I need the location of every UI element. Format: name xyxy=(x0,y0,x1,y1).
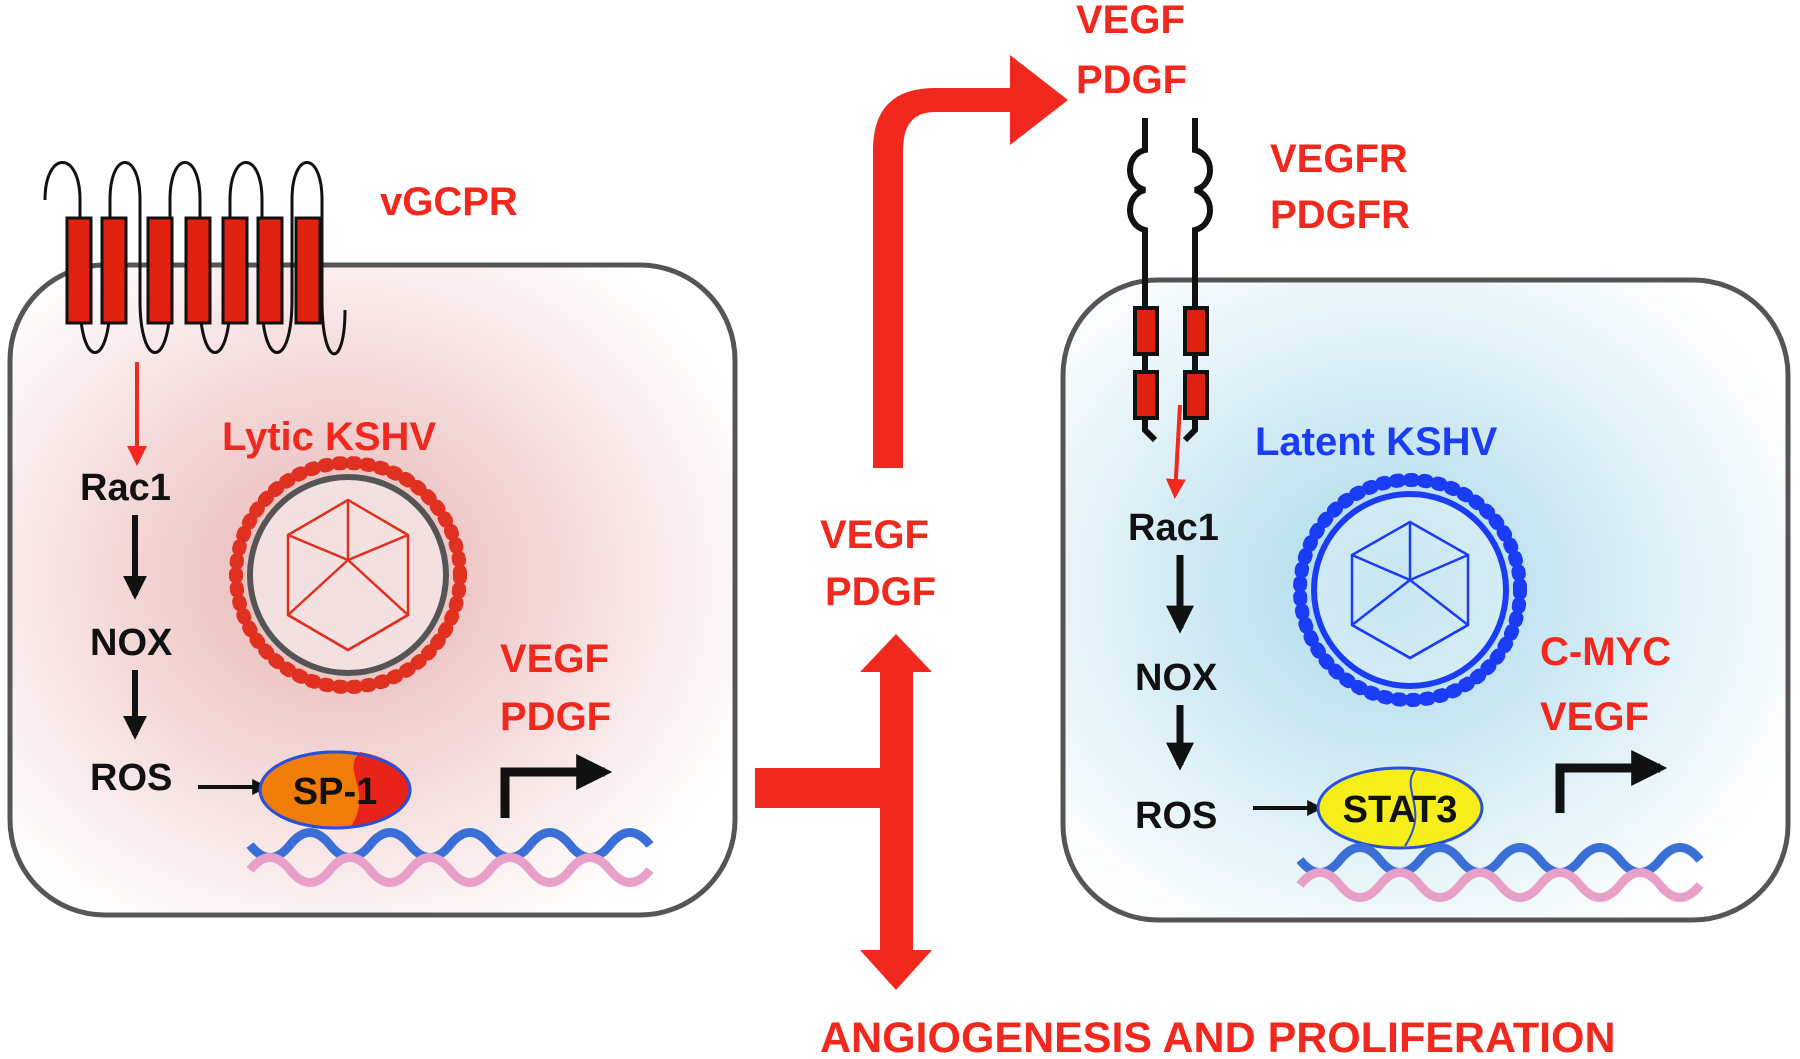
vgcpr-label: vGCPR xyxy=(380,180,518,224)
sp1-factor: SP-1 xyxy=(258,750,412,830)
sp1-label: SP-1 xyxy=(293,771,377,813)
lytic-output-bar xyxy=(755,768,880,808)
latent-product-cmyc: C-MYC xyxy=(1540,630,1671,674)
latent-transcription-arrow xyxy=(1555,750,1668,813)
secretion-arrow-top xyxy=(873,55,1068,468)
top-secreted-factors: VEGF PDGF xyxy=(1076,0,1187,102)
latent-rac1-label: Rac1 xyxy=(1128,507,1219,549)
latent-receptor-arrow xyxy=(1165,404,1186,499)
latent-cell xyxy=(1060,277,1791,923)
outcome-label: ANGIOGENESIS AND PROLIFERATION xyxy=(820,1014,1616,1059)
latent-ros-label: ROS xyxy=(1135,795,1217,837)
lytic-rac1-label: Rac1 xyxy=(80,467,171,509)
stat3-factor: STAT3 xyxy=(1316,766,1484,850)
lytic-dna-helix xyxy=(246,828,654,887)
mid-pdgf-label: PDGF xyxy=(825,570,936,614)
latent-dna-helix xyxy=(1296,843,1704,902)
latent-product-vegf: VEGF xyxy=(1540,695,1649,739)
top-pdgf-label: PDGF xyxy=(1076,58,1187,102)
lytic-kshv-label: Lytic KSHV xyxy=(222,415,436,459)
vegfr-label: VEGFR xyxy=(1270,137,1408,181)
top-vegf-label: VEGF xyxy=(1076,0,1185,42)
latent-virion xyxy=(1293,473,1527,707)
receptor-tm-domains xyxy=(1133,306,1209,420)
vertical-double-arrow-shaft xyxy=(880,670,913,955)
vgcpr-receptor xyxy=(43,161,347,356)
stat3-label: STAT3 xyxy=(1343,789,1458,831)
down-arrow-head xyxy=(860,950,932,990)
lytic-product-pdgf: PDGF xyxy=(500,695,611,739)
lytic-nox-label: NOX xyxy=(90,622,173,664)
lytic-transcription-arrow xyxy=(500,754,613,818)
lytic-product-vegf: VEGF xyxy=(500,637,609,681)
pdgfr-label: PDGFR xyxy=(1270,193,1410,237)
mid-vegf-label: VEGF xyxy=(820,513,929,557)
latent-nox-label: NOX xyxy=(1135,657,1218,699)
lytic-virion xyxy=(229,456,467,694)
up-arrow-head xyxy=(860,634,932,672)
latent-kshv-label: Latent KSHV xyxy=(1255,420,1498,464)
lytic-ros-label: ROS xyxy=(90,757,172,799)
